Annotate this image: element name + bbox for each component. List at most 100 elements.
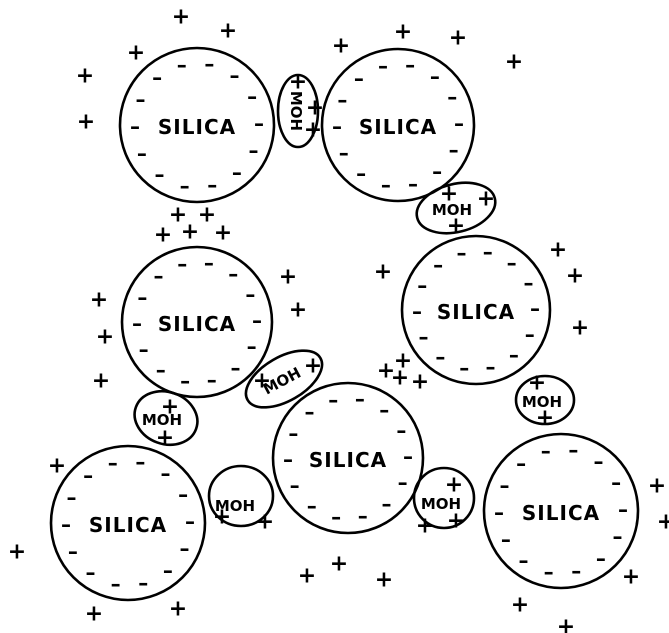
negative-charge: – <box>339 141 349 165</box>
moh-bridge: MOH+++ <box>411 175 500 241</box>
silica-particle: SILICA–––––––––––––– <box>322 49 474 201</box>
positive-charge: + <box>391 366 409 391</box>
negative-charge: – <box>417 274 427 298</box>
negative-charge: – <box>530 297 540 321</box>
positive-charge: + <box>77 110 95 135</box>
negative-charge: – <box>177 252 187 276</box>
positive-charge: + <box>96 325 114 350</box>
silica-label: SILICA <box>359 115 437 139</box>
negative-charge: – <box>248 139 258 163</box>
positive-charge: + <box>449 26 467 51</box>
positive-charge: + <box>48 454 66 479</box>
positive-charge: + <box>411 370 429 395</box>
negative-charge: – <box>524 271 534 295</box>
negative-charge: – <box>509 343 519 367</box>
positive-charge: + <box>289 70 307 95</box>
positive-charge: + <box>253 369 271 394</box>
negative-charge: – <box>232 161 242 185</box>
negative-charge: – <box>454 112 464 136</box>
positive-charge: + <box>394 20 412 45</box>
positive-charge: + <box>528 371 546 396</box>
negative-charge: – <box>153 264 163 288</box>
negative-charge: – <box>449 138 459 162</box>
negative-charge: – <box>139 337 149 361</box>
positive-charge: + <box>127 41 145 66</box>
negative-charge: – <box>290 473 300 497</box>
negative-charge: – <box>155 162 165 186</box>
negative-charge: – <box>207 368 217 392</box>
negative-charge: – <box>356 162 366 186</box>
negative-charge: – <box>568 438 578 462</box>
positive-charge: + <box>219 19 237 44</box>
positive-charge: + <box>8 540 26 565</box>
negative-charge: – <box>247 335 257 359</box>
negative-charge: – <box>571 559 581 583</box>
positive-charge: + <box>505 50 523 75</box>
negative-charge: – <box>229 64 239 88</box>
positive-charge: + <box>622 565 640 590</box>
negative-charge: – <box>137 141 147 165</box>
positive-charge: + <box>76 64 94 89</box>
silica-particle: SILICA–––––––––––––– <box>273 383 423 533</box>
negative-charge: – <box>396 419 406 443</box>
positive-charge: + <box>445 473 463 498</box>
negative-charge: – <box>331 505 341 529</box>
negative-charge: – <box>108 451 118 475</box>
negative-charge: – <box>494 501 504 525</box>
negative-charge: – <box>138 571 148 595</box>
negative-charge: – <box>136 87 146 111</box>
positive-charge: + <box>566 264 584 289</box>
positive-charge: + <box>298 564 316 589</box>
negative-charge: – <box>252 309 262 333</box>
negative-charge: – <box>177 53 187 77</box>
negative-charge: – <box>160 462 170 486</box>
positive-charge: + <box>571 316 589 341</box>
negative-charge: – <box>408 172 418 196</box>
silica-particles: SILICA––––––––––––––SILICA––––––––––––––… <box>51 48 638 600</box>
negative-charge: – <box>398 471 408 495</box>
negative-charge: – <box>337 88 347 112</box>
negative-charge: – <box>447 85 457 109</box>
moh-bridge: MOH+++ <box>278 70 324 148</box>
negative-charge: – <box>332 114 342 138</box>
positive-charge: + <box>279 265 297 290</box>
negative-charge: – <box>596 547 606 571</box>
negative-charge: – <box>378 54 388 78</box>
positive-charge: + <box>92 369 110 394</box>
negative-charge: – <box>178 483 188 507</box>
negative-charge: – <box>156 358 166 382</box>
negative-charge: – <box>593 450 603 474</box>
negative-charge: – <box>516 451 526 475</box>
silica-label: SILICA <box>309 448 387 472</box>
positive-charge: + <box>181 220 199 245</box>
negative-charge: – <box>418 325 428 349</box>
positive-charge: + <box>648 474 666 499</box>
moh-bridge: MOH++ <box>516 371 574 431</box>
positive-charge: + <box>214 221 232 246</box>
negative-charge: – <box>307 494 317 518</box>
silica-label: SILICA <box>158 312 236 336</box>
silica-particle: SILICA–––––––––––––– <box>484 434 638 588</box>
negative-charge: – <box>501 527 511 551</box>
negative-charge: – <box>483 240 493 264</box>
negative-charge: – <box>207 173 217 197</box>
positive-charge: + <box>416 514 434 539</box>
negative-charge: – <box>228 262 238 286</box>
positive-charge: + <box>549 238 567 263</box>
negative-charge: – <box>86 560 96 584</box>
negative-charge: – <box>611 471 621 495</box>
negative-charge: – <box>247 85 257 109</box>
silica-label: SILICA <box>522 501 600 525</box>
moh-bridge: MOH++ <box>209 466 274 535</box>
positive-charge: + <box>557 615 575 633</box>
negative-charge: – <box>180 174 190 198</box>
positive-charge: + <box>374 260 392 285</box>
positive-charge: + <box>447 214 465 239</box>
negative-charge: – <box>61 513 71 537</box>
silica-label: SILICA <box>437 300 515 324</box>
negative-charge: – <box>412 299 422 323</box>
silica-label: SILICA <box>158 115 236 139</box>
negative-charge: – <box>185 509 195 533</box>
negative-charge: – <box>83 463 93 487</box>
